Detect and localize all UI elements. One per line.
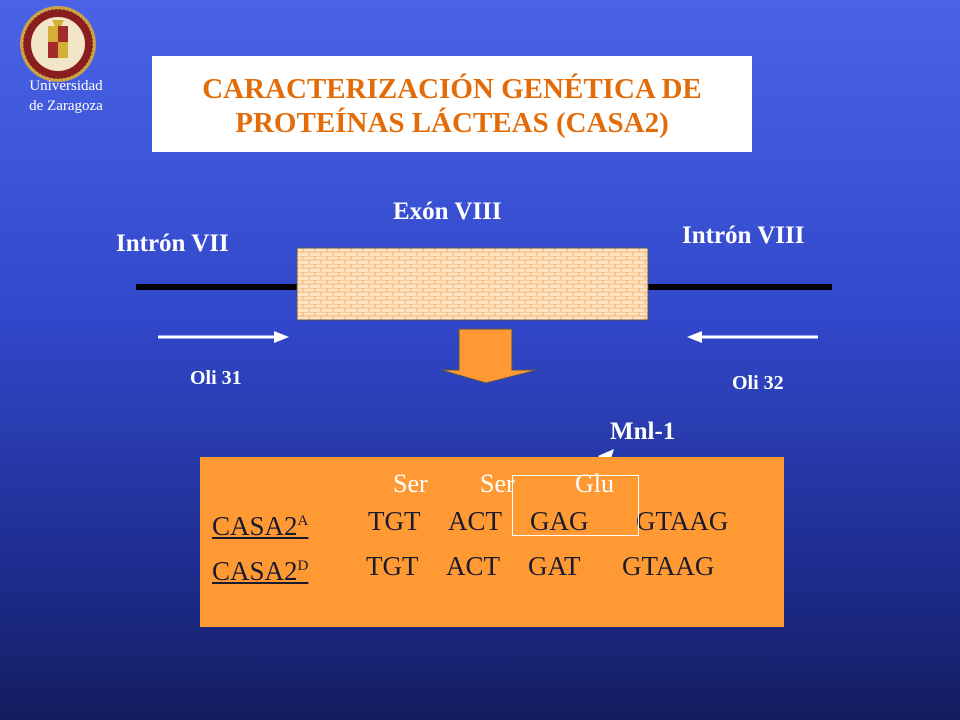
enzyme-label: Mnl-1	[610, 418, 676, 445]
primer-forward-arrow	[158, 331, 289, 343]
primer-forward-label: Oli 31	[190, 367, 242, 389]
university-seal-icon	[20, 6, 96, 82]
allele-name-a: CASA2A	[212, 506, 308, 541]
allele-base-a: CASA2	[212, 511, 298, 541]
codon-d-3: GAT	[528, 551, 581, 581]
codon-d-4: GTAAG	[622, 551, 715, 581]
intron-left-label: Intrón VII	[116, 230, 229, 257]
amino-acid-1: Ser	[393, 469, 428, 498]
intron-right-label: Intrón VIII	[682, 222, 805, 249]
codon-d-1: TGT	[366, 551, 419, 581]
allele-sup-a: A	[297, 513, 309, 529]
block-down-arrow-icon	[440, 328, 538, 384]
codon-a-2: ACT	[448, 506, 502, 536]
exon-label: Exón VIII	[393, 198, 502, 225]
allele-name-d: CASA2D	[212, 551, 308, 586]
amino-acid-2: Ser	[480, 469, 515, 498]
primer-reverse-label: Oli 32	[732, 372, 784, 394]
allele-base-d: CASA2	[212, 556, 298, 586]
university-name-line1: Universidad	[29, 78, 103, 94]
allele-sup-d: D	[297, 558, 309, 574]
codon-a-4: GTAAG	[636, 506, 729, 536]
codon-a-3: GAG	[530, 506, 589, 536]
page-title-line2: PROTEÍNAS LÁCTEAS (CASA2)	[235, 107, 669, 139]
codon-a-1: TGT	[368, 506, 421, 536]
page-title-line1: CARACTERIZACIÓN GENÉTICA DE	[202, 73, 702, 105]
page-title: CARACTERIZACIÓN GENÉTICA DE PROTEÍNAS LÁ…	[152, 72, 752, 140]
sequence-box	[200, 457, 784, 627]
primer-reverse-arrow	[687, 331, 818, 343]
restriction-site-highlight	[512, 475, 639, 536]
university-name: Universidad de Zaragoza	[10, 76, 122, 116]
amino-acid-3: Glu	[575, 469, 614, 498]
exon-box	[296, 247, 649, 321]
codon-d-2: ACT	[446, 551, 500, 581]
title-box	[152, 56, 752, 152]
university-name-line2: de Zaragoza	[29, 98, 103, 114]
